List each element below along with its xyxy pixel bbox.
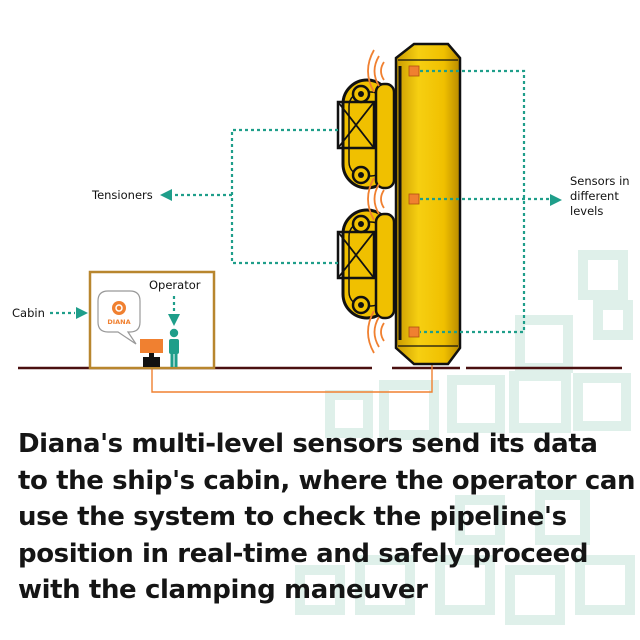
- label-tensioners: Tensioners: [91, 188, 153, 202]
- arrow-to-operator: [168, 314, 180, 326]
- arrow-to-sensors-label: [550, 194, 562, 206]
- arrow-to-cabin: [76, 307, 88, 319]
- label-cabin: Cabin: [12, 306, 45, 320]
- label-sensors-line-3: levels: [570, 204, 603, 218]
- operator-icon: [169, 328, 179, 367]
- label-sensors-line-1: Sensors in: [570, 174, 630, 188]
- caption-line: with the clamping maneuver: [18, 575, 428, 605]
- diana-speech-bubble: DIANA: [97, 290, 141, 345]
- label-operator: Operator: [149, 278, 201, 292]
- sensors-connector: [420, 69, 552, 334]
- caption-line: use the system to check the pipeline's: [18, 502, 567, 532]
- computer-icon: [140, 339, 163, 367]
- sensor-middle: [367, 177, 420, 221]
- diana-logo-text: DIANA: [107, 318, 130, 326]
- caption-line: Diana's multi-level sensors send its dat…: [18, 429, 598, 459]
- pipeline: [394, 42, 462, 366]
- tensioner-lower: [336, 208, 396, 320]
- caption-line: position in real-time and safely proceed: [18, 538, 589, 569]
- diana-logo-icon: [112, 301, 126, 315]
- tensioners-connector: [172, 128, 338, 265]
- sensor-top: [367, 49, 420, 93]
- sensor-bottom: [367, 310, 420, 354]
- caption-line: to the ship's cabin, where the operator …: [18, 465, 636, 496]
- watermark-pattern: [295, 250, 635, 625]
- arrow-to-tensioners: [160, 189, 172, 201]
- caption: Diana's multi-level sensors send its dat…: [18, 426, 636, 609]
- tensioner-upper: [336, 78, 396, 190]
- label-sensors-line-2: different: [570, 189, 619, 203]
